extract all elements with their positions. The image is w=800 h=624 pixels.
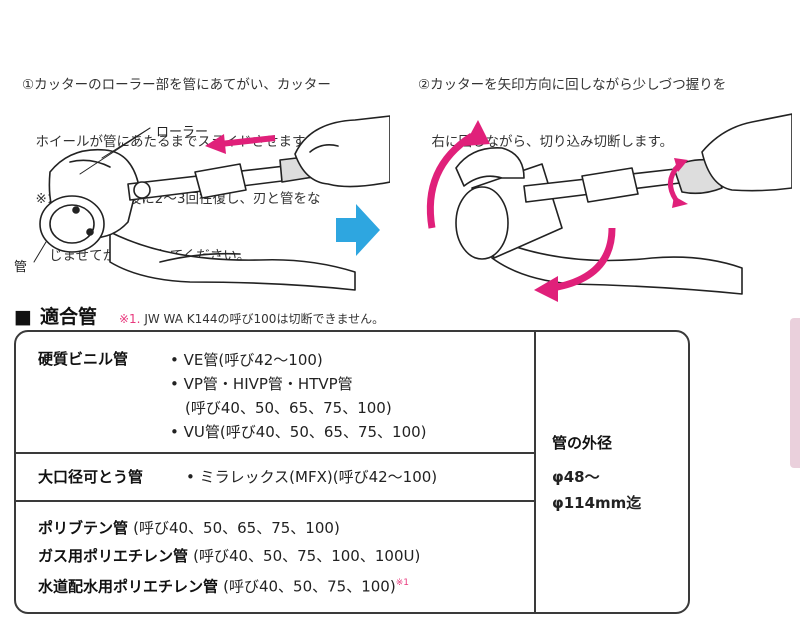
column-divider [534, 332, 536, 612]
list-item: • VE管(呼び42〜100) [170, 351, 323, 369]
section-heading: ■ 適合管 ※1. JW WA K144の呼び100は切断できません。 [14, 302, 384, 329]
compatible-pipes-table: 硬質ビニル管 • VE管(呼び42〜100) • VP管・HIVP管・HTVP管… [14, 330, 690, 614]
section-marker: ■ [14, 306, 32, 328]
pipe-label: 管 [14, 260, 28, 275]
spec-text: (呼び40、50、75、100、100U) [193, 547, 421, 565]
list-item: 水道配水用ポリエチレン管 (呼び40、50、75、100)※1 [38, 570, 420, 600]
step1-line: ホイールが管にあたるまでスライドさせます。 [22, 134, 318, 150]
step2-line: ②カッターを矢印方向に回しながら少しづつ握りを [418, 77, 727, 93]
section-note: ※1. JW WA K144の呼び100は切断できません。 [119, 310, 384, 327]
hard-vinyl-items: • VE管(呼び42〜100) • VP管・HIVP管・HTVP管 (呼び40、… [170, 348, 427, 444]
step2-instructions: ②カッターを矢印方向に回しながら少しづつ握りを 右に回しながら、切り込み切断しま… [418, 38, 726, 171]
list-item: ポリブテン管 (呼び40、50、65、75、100) [38, 514, 420, 542]
step1-line: ①カッターのローラー部を管にあてがい、カッター [22, 77, 331, 93]
category-large-flexible: 大口径可とう管 [38, 468, 144, 486]
step2-line: 右に回しながら、切り込み切断します。 [418, 134, 674, 150]
list-item: • ミラレックス(MFX)(呼び42〜100) [186, 468, 438, 486]
outer-diameter-label: 管の外径 [552, 434, 613, 452]
roller-label: ローラー [156, 125, 209, 140]
list-item: • VP管・HIVP管・HTVP管 [170, 375, 353, 393]
outer-diameter-min: φ48〜 [552, 468, 600, 486]
list-item: ガス用ポリエチレン管 (呼び40、50、75、100、100U) [38, 542, 420, 570]
note-text: JW WA K144の呼び100は切断できません。 [144, 312, 385, 326]
category-gas-polyethylene: ガス用ポリエチレン管 [38, 547, 189, 565]
footnote-mark: ※1 [395, 578, 409, 588]
list-item: (呼び40、50、65、75、100) [170, 399, 392, 417]
spec-text: (呼び40、50、65、75、100) [133, 519, 340, 537]
category-water-polyethylene: 水道配水用ポリエチレン管 [38, 577, 219, 596]
side-tab [790, 318, 800, 468]
category-polybutene: ポリブテン管 [38, 519, 129, 537]
outer-diameter-max: φ114mm迄 [552, 494, 642, 512]
row-divider [16, 452, 534, 454]
step2-illustration [426, 113, 792, 302]
note-mark: ※1. [118, 312, 141, 326]
list-item: • VU管(呼び40、50、65、75、100) [170, 423, 427, 441]
row-divider [16, 500, 534, 502]
step1-illustration [33, 115, 390, 291]
category-hard-vinyl: 硬質ビニル管 [38, 350, 129, 368]
section-title: 適合管 [39, 306, 97, 328]
next-step-arrow-icon [336, 204, 380, 256]
spec-text: (呼び40、50、75、100) [223, 577, 396, 596]
outer-diameter-panel: 管の外径 φ48〜 φ114mm迄 [552, 430, 641, 516]
poly-pipes-list: ポリブテン管 (呼び40、50、65、75、100) ガス用ポリエチレン管 (呼… [38, 514, 420, 600]
